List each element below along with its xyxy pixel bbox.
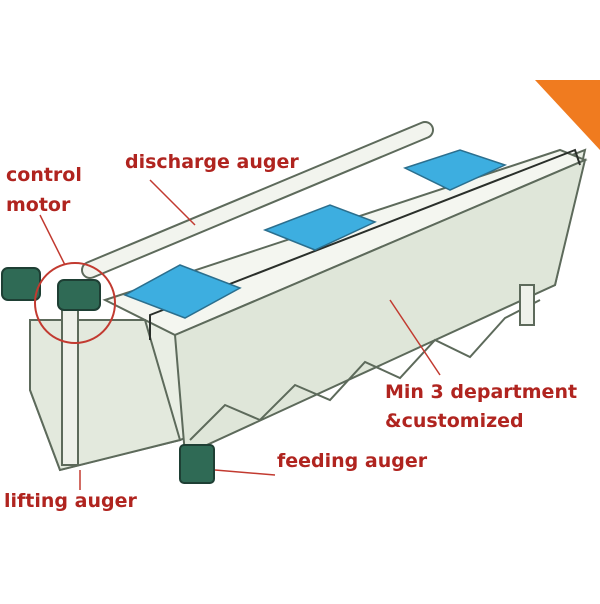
hatch-panel-3 xyxy=(403,149,508,191)
hopper-bottom xyxy=(189,299,541,441)
handrail xyxy=(149,148,581,340)
dept-callout-line xyxy=(389,299,441,376)
label-lifting-auger: lifting auger xyxy=(4,490,137,512)
motor-gearbox xyxy=(57,279,101,311)
control-callout-circle xyxy=(34,262,116,344)
label-feeding-auger: feeding auger xyxy=(277,450,428,472)
corner-tag xyxy=(535,80,600,150)
support-leg-right xyxy=(519,284,535,326)
label-discharge-auger: discharge auger xyxy=(125,151,299,173)
discharge-auger-pipe-fill xyxy=(83,123,432,277)
lifting-auger-tube xyxy=(61,289,79,466)
feeding-motor xyxy=(179,444,215,484)
tank-side xyxy=(173,158,587,457)
hatch-panel-1 xyxy=(123,264,242,319)
label-customized: &customized xyxy=(385,410,524,432)
control-callout-line xyxy=(39,214,66,266)
feeding-callout-line xyxy=(214,469,276,476)
label-motor: motor xyxy=(6,194,71,216)
hatch-panel-2 xyxy=(262,204,377,251)
label-control: control xyxy=(6,164,82,186)
discharge-callout-line xyxy=(149,179,196,226)
label-min-dept: Min 3 department xyxy=(385,381,578,403)
control-motor xyxy=(1,267,41,301)
